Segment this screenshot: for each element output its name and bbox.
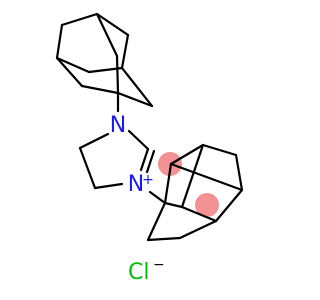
bond — [95, 12, 119, 58]
negative-charge-label: − — [153, 257, 165, 273]
bond — [201, 143, 238, 157]
bond — [55, 23, 64, 60]
bond — [178, 219, 218, 240]
bond — [139, 147, 150, 172]
molecule-diagram: N N + Cl − — [55, 12, 244, 285]
chloride-ion-label: Cl — [128, 260, 149, 285]
bond — [55, 56, 91, 74]
bond — [146, 236, 182, 242]
bond — [78, 132, 110, 150]
bond — [116, 91, 154, 108]
bond — [163, 162, 173, 205]
bond — [120, 66, 154, 108]
upper-adamantyl-group — [55, 12, 154, 108]
bond — [180, 205, 218, 223]
bond — [148, 190, 167, 205]
bond — [169, 162, 244, 192]
bond — [120, 33, 130, 70]
structure-canvas: N N + Cl − — [55, 12, 244, 285]
bond — [180, 143, 205, 209]
bond — [60, 12, 99, 27]
bond — [95, 12, 130, 37]
bond — [115, 54, 120, 95]
nitrogen-cation-label: N — [128, 172, 144, 197]
bond — [55, 56, 84, 88]
bond — [234, 153, 244, 192]
imidazolinium-ring — [78, 129, 156, 190]
positive-charge-label: + — [142, 172, 154, 188]
bond — [80, 84, 120, 95]
nitrogen-atom-label: N — [110, 113, 126, 138]
bond — [127, 129, 150, 151]
highlight-marker — [195, 193, 219, 217]
bond — [78, 146, 97, 190]
bond — [214, 188, 244, 223]
bond — [169, 143, 205, 166]
lower-adamantyl-group — [146, 143, 244, 242]
bond — [93, 182, 124, 190]
bond — [146, 201, 167, 242]
bond — [145, 149, 156, 174]
bond — [163, 201, 184, 209]
